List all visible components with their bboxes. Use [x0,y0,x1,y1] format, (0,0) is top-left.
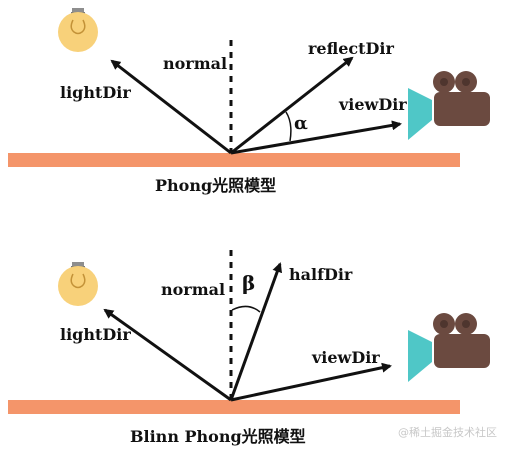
blinn-angle-label: β [242,271,255,295]
blinn-view-label: viewDir [311,348,380,367]
blinn-phong-panel: normal halfDir lightDir viewDir β Blinn … [8,250,490,446]
blinn-half-label: halfDir [289,265,353,284]
light-bulb-icon [58,8,98,52]
video-camera-icon [408,71,490,140]
phong-light-label: lightDir [60,83,131,102]
phong-angle-arc [285,111,292,142]
phong-reflect-arrow [230,56,354,155]
light-bulb-icon [58,262,98,306]
blinn-light-arrow [103,308,232,402]
blinn-view-arrow [230,362,392,402]
phong-view-label: viewDir [338,95,407,114]
watermark: @稀土掘金技术社区 [398,425,497,439]
blinn-caption: Blinn Phong光照模型 [130,427,306,446]
video-camera-icon [408,313,490,382]
blinn-half-arrow [229,262,282,401]
blinn-normal-label: normal [161,280,225,299]
phong-surface [8,153,460,167]
blinn-angle-arc [231,305,261,313]
phong-angle-label: α [294,113,308,134]
phong-view-arrow [230,120,402,155]
blinn-light-label: lightDir [60,325,131,344]
blinn-surface [8,400,460,414]
phong-panel: normal reflectDir lightDir viewDir α Pho… [8,8,490,195]
phong-caption: Phong光照模型 [155,176,276,195]
phong-reflect-label: reflectDir [308,39,395,58]
phong-normal-label: normal [163,54,227,73]
phong-light-arrow [110,59,232,155]
